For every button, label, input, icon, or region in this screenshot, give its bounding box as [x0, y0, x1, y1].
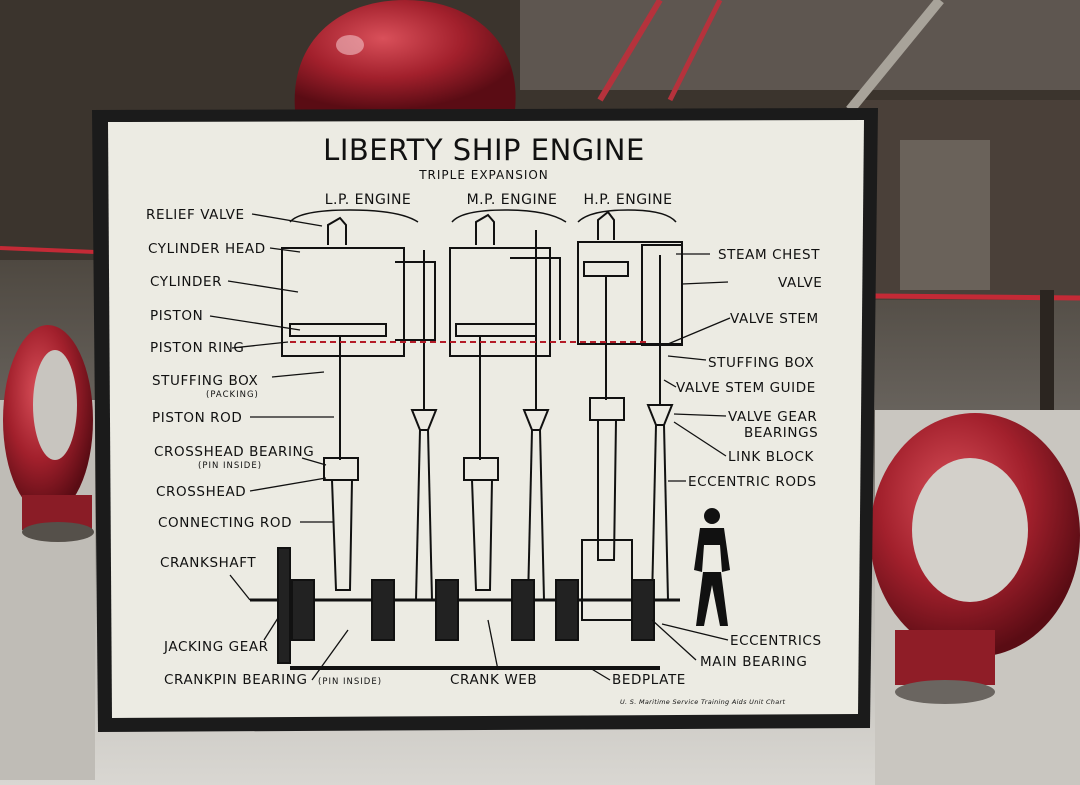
- part-label: CRANKPIN BEARING: [164, 672, 308, 688]
- part-label: CROSSHEAD BEARING: [154, 444, 314, 460]
- red-eyebolt-right: [870, 413, 1080, 704]
- mp-cylinder: [449, 247, 551, 357]
- lp-cylinder: [281, 247, 405, 357]
- part-label: BEARINGS: [744, 425, 818, 441]
- part-sublabel: (PIN INSIDE): [318, 677, 382, 687]
- chart-title: LIBERTY SHIP ENGINE: [323, 133, 645, 167]
- part-label: STEAM CHEST: [718, 247, 820, 263]
- part-label: VALVE: [778, 275, 822, 291]
- lp-steam-chest: [395, 261, 436, 341]
- part-label: JACKING GEAR: [163, 639, 269, 655]
- part-label: STUFFING BOX: [708, 355, 814, 371]
- part-label: PISTON ROD: [152, 410, 242, 426]
- red-knob-top: [294, 0, 516, 110]
- part-sublabel: (PACKING): [206, 390, 259, 400]
- part-label: VALVE STEM GUIDE: [676, 380, 816, 396]
- part-label: CONNECTING ROD: [158, 515, 292, 531]
- part-label: BEDPLATE: [612, 672, 686, 688]
- part-label: ECCENTRIC RODS: [688, 474, 817, 490]
- part-label: ECCENTRICS: [730, 633, 822, 649]
- relief-valve: [327, 216, 347, 245]
- part-label: VALVE STEM: [730, 311, 819, 327]
- crosshead: [323, 457, 359, 481]
- part-label: CYLINDER HEAD: [148, 241, 266, 257]
- main-bearings: [291, 579, 655, 641]
- part-label: STUFFING BOX: [152, 373, 258, 389]
- red-eyebolt-left: [3, 325, 94, 542]
- part-label: MAIN BEARING: [700, 654, 807, 670]
- part-label: VALVE GEAR: [728, 409, 817, 425]
- part-label: PISTON: [150, 308, 203, 324]
- part-label: LINK BLOCK: [728, 449, 814, 465]
- part-label: CYLINDER: [150, 274, 222, 290]
- engine-label: L.P. ENGINE: [325, 192, 412, 208]
- part-label: CRANKSHAFT: [160, 555, 256, 571]
- part-sublabel: (PIN INSIDE): [198, 461, 262, 471]
- part-label: PISTON RING: [150, 340, 244, 356]
- jacking-gear: [277, 547, 291, 664]
- leader-lines: [209, 213, 731, 681]
- mp-steam-chest: [510, 257, 561, 340]
- engine-label: M.P. ENGINE: [467, 192, 558, 208]
- part-label: CROSSHEAD: [156, 484, 246, 500]
- engine-label: H.P. ENGINE: [583, 192, 672, 208]
- part-label: RELIEF VALVE: [146, 207, 245, 223]
- piston: [289, 323, 387, 337]
- chart-subtitle: TRIPLE EXPANSION: [418, 168, 549, 182]
- hp-steam-chest: [641, 244, 683, 346]
- engine-chart: [250, 209, 683, 670]
- part-label: CRANK WEB: [450, 672, 537, 688]
- chart-credit: U. S. Maritime Service Training Aids Uni…: [620, 698, 785, 706]
- connecting-rod: [331, 479, 353, 591]
- sailor-figure: [694, 508, 730, 626]
